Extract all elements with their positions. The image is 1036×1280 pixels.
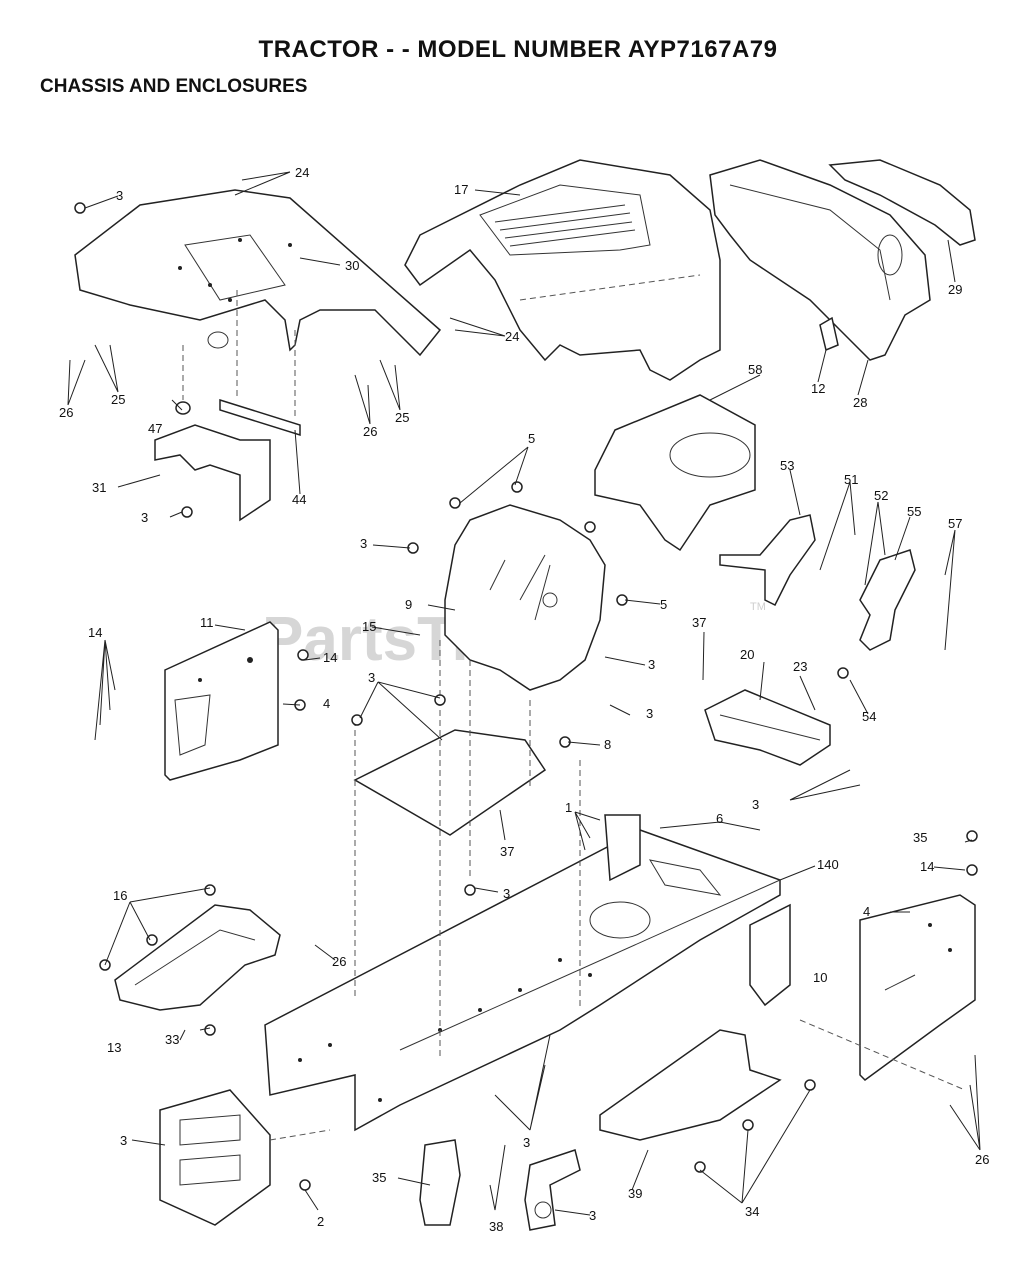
callout: 52 [874,488,888,503]
callout: 54 [862,709,876,724]
callout: 14 [920,859,934,874]
callout: 23 [793,659,807,674]
part-right-footrest [599,1029,782,1141]
callout: 3 [752,797,759,812]
callout: 140 [817,857,839,872]
callout: 31 [92,480,106,495]
callout: 3 [648,657,655,672]
part-dash-cover [74,189,442,357]
callout: 26 [59,405,73,420]
callout: 30 [345,258,359,273]
callout: 47 [148,421,162,436]
callout: 3 [116,188,123,203]
callout: 5 [528,431,535,446]
callout-labels: 24 3 30 17 29 24 12 28 26 25 26 25 47 31… [59,165,989,1234]
page-subtitle: CHASSIS AND ENCLOSURES [40,76,308,97]
part-rear-bracket [704,689,831,766]
callout: 35 [913,830,927,845]
callout: 25 [395,410,409,425]
callout: 51 [844,472,858,487]
part-bracket-39 [524,1149,581,1231]
part-grille [709,159,976,361]
callout: 3 [360,536,367,551]
callout: 44 [292,492,306,507]
callout: 28 [853,395,867,410]
part-steering-support [154,398,301,522]
callout: 5 [660,597,667,612]
callout: 26 [975,1152,989,1167]
callout: 20 [740,647,754,662]
callout: 35 [372,1170,386,1185]
callout: 6 [716,811,723,826]
part-tank-shield [594,394,756,552]
callout: 8 [604,737,611,752]
callout: 57 [948,516,962,531]
callout: 37 [500,844,514,859]
part-left-panel [164,621,279,781]
callout: 39 [628,1186,642,1201]
callout: 4 [863,904,870,919]
callout: 26 [363,424,377,439]
callout: 10 [813,970,827,985]
part-bracket-38 [419,1139,461,1226]
callout: 16 [113,888,127,903]
part-front-plate [159,1089,271,1226]
leader-lines [67,171,981,1216]
callout: 33 [165,1032,179,1047]
callout: 12 [811,381,825,396]
callout: 13 [107,1040,121,1055]
callout: 3 [368,670,375,685]
callout: 1 [565,800,572,815]
callout: 15 [362,619,376,634]
callout: 34 [745,1204,759,1219]
part-rear-hitch-plate [749,903,791,1007]
part-bracket-55 [859,549,916,651]
callout: 24 [505,329,519,344]
callout: 58 [748,362,762,377]
callout: 24 [295,165,309,180]
callout: 3 [523,1135,530,1150]
part-right-panel [859,894,976,1081]
callout: 3 [646,706,653,721]
callout: 3 [141,510,148,525]
callout: 3 [503,886,510,901]
part-hood [404,159,721,381]
callout: 38 [489,1219,503,1234]
callout: 17 [454,182,468,197]
callout: 14 [88,625,102,640]
part-floor-plate [353,729,547,836]
callout: 3 [589,1208,596,1223]
part-bracket-140 [604,814,641,882]
assembly-line [182,290,966,1141]
callout: 2 [317,1214,324,1229]
callout: 26 [332,954,346,969]
part-bracket-12 [819,316,839,352]
callout: 14 [323,650,337,665]
callout: 37 [692,615,706,630]
callout: 53 [780,458,794,473]
callout: 11 [200,615,214,630]
part-left-footrest [114,904,281,1011]
callout: 3 [120,1133,127,1148]
callout: 25 [111,392,125,407]
part-bracket-53 [719,514,816,607]
watermark-trademark: TM [750,601,766,613]
callout: 55 [907,504,921,519]
callout: 29 [948,282,962,297]
part-engine-shroud [444,504,606,691]
page-title: TRACTOR - - MODEL NUMBER AYP7167A79 [258,36,778,63]
part-main-frame [264,829,781,1132]
callout: 9 [405,597,412,612]
callout: 4 [323,696,330,711]
